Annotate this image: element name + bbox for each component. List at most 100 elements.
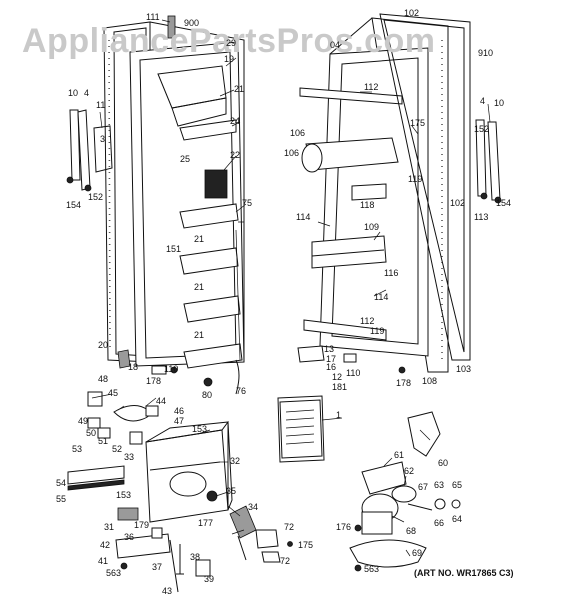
dairy-bin-118 xyxy=(351,183,387,201)
freezer-door xyxy=(103,15,245,369)
callout-4-left: 4 xyxy=(84,88,89,98)
callout-10-left: 10 xyxy=(68,88,78,98)
door-shelf-bar-112-bottom xyxy=(303,319,387,341)
callout-67: 67 xyxy=(418,482,428,492)
part-31 xyxy=(117,507,139,521)
callout-48: 48 xyxy=(98,374,108,384)
part-65 xyxy=(451,499,461,509)
part-72-bottom xyxy=(261,551,281,563)
callout-46: 46 xyxy=(174,406,184,416)
callout-12: 12 xyxy=(332,372,342,382)
callout-numbers: 111 900 29 19 21 24 25 22 75 21 151 21 2… xyxy=(56,8,511,596)
callout-32: 32 xyxy=(230,456,240,466)
callout-60: 60 xyxy=(438,458,448,468)
callout-53: 53 xyxy=(72,444,82,454)
callout-62: 62 xyxy=(404,466,414,476)
callout-65: 65 xyxy=(452,480,462,490)
callout-42: 42 xyxy=(100,540,110,550)
callout-20: 20 xyxy=(98,340,108,350)
door-shelf-bar-112-top xyxy=(299,87,403,105)
part-63 xyxy=(434,498,446,510)
callout-34: 34 xyxy=(248,502,258,512)
callout-36: 36 xyxy=(124,532,134,542)
fresh-food-door xyxy=(299,13,471,373)
callout-80: 80 xyxy=(202,390,212,400)
callout-04: 04 xyxy=(330,40,340,50)
callout-114-b: 114 xyxy=(374,292,388,302)
callout-44: 44 xyxy=(156,396,166,406)
callout-21-d: 21 xyxy=(194,330,204,340)
callout-76: 76 xyxy=(236,386,246,396)
callout-72-top: 72 xyxy=(284,522,294,532)
part-72-top xyxy=(255,529,279,549)
callout-116: 116 xyxy=(384,268,398,278)
part-35 xyxy=(206,490,218,502)
grille-55 xyxy=(67,479,125,491)
callout-181: 181 xyxy=(332,382,347,392)
handle-10-left xyxy=(69,109,81,181)
callout-49: 49 xyxy=(78,416,88,426)
callout-10-right: 10 xyxy=(494,98,504,108)
callout-35: 35 xyxy=(226,486,236,496)
callout-69: 69 xyxy=(412,548,422,558)
callout-38: 38 xyxy=(190,552,200,562)
callout-50: 50 xyxy=(86,428,96,438)
art-number: (ART NO. WR17865 C3) xyxy=(414,568,514,578)
callout-563-left: 563 xyxy=(106,568,121,578)
top-hinge-pin xyxy=(167,15,176,39)
part-45 xyxy=(113,405,151,422)
callout-17: 17 xyxy=(326,354,336,364)
callout-106-a: 106 xyxy=(290,128,305,138)
callout-68: 68 xyxy=(406,526,416,536)
part-43 xyxy=(169,539,179,593)
callout-178-right: 178 xyxy=(396,378,411,388)
callout-178-left: 178 xyxy=(146,376,161,386)
handle-bracket-11 xyxy=(93,125,113,173)
callout-64: 64 xyxy=(452,514,462,524)
callout-177: 177 xyxy=(198,518,213,528)
left-handle-parts xyxy=(66,109,113,192)
freezer-shelf-21b xyxy=(179,203,239,229)
callout-55: 55 xyxy=(56,494,66,504)
ice-bucket-assembly xyxy=(349,411,461,572)
part-52 xyxy=(129,431,143,445)
callout-66: 66 xyxy=(434,518,444,528)
callout-52: 52 xyxy=(112,444,122,454)
callout-43: 43 xyxy=(162,586,172,596)
callout-102-right: 102 xyxy=(450,198,465,208)
callout-11: 11 xyxy=(96,100,105,110)
part-51 xyxy=(97,427,111,439)
callout-112-top: 112 xyxy=(364,82,378,92)
part-62 xyxy=(391,485,417,503)
callout-33: 33 xyxy=(124,452,134,462)
callout-61: 61 xyxy=(394,450,404,460)
part-61 xyxy=(361,461,407,495)
callout-175-bottom: 175 xyxy=(298,540,313,550)
callout-113: 113 xyxy=(474,212,488,222)
door-hardware xyxy=(117,345,406,395)
bracket-36 xyxy=(115,533,171,559)
callout-51: 51 xyxy=(98,436,108,446)
door-bin-109 xyxy=(311,235,387,269)
part-39 xyxy=(195,559,211,577)
callout-110-left: 110 xyxy=(164,364,178,374)
callout-153-bottom: 153 xyxy=(116,490,131,500)
callout-563-right: 563 xyxy=(364,564,379,574)
callout-19: 19 xyxy=(224,54,234,64)
callout-179: 179 xyxy=(134,520,149,530)
callout-118: 118 xyxy=(360,200,374,210)
drip-tray-54 xyxy=(67,465,125,485)
part-69 xyxy=(349,539,427,568)
callout-119-top: 119 xyxy=(408,174,422,184)
callout-3: 3 xyxy=(100,134,105,144)
callout-108: 108 xyxy=(422,376,437,386)
freezer-shelf-24 xyxy=(179,119,237,141)
callout-21-a: 21 xyxy=(234,84,244,94)
part-48 xyxy=(87,391,103,407)
callout-900: 900 xyxy=(184,18,199,28)
callout-21-b: 21 xyxy=(194,234,204,244)
callout-29: 29 xyxy=(226,38,236,48)
callout-1: 1 xyxy=(336,410,341,420)
part-37 xyxy=(176,544,184,575)
